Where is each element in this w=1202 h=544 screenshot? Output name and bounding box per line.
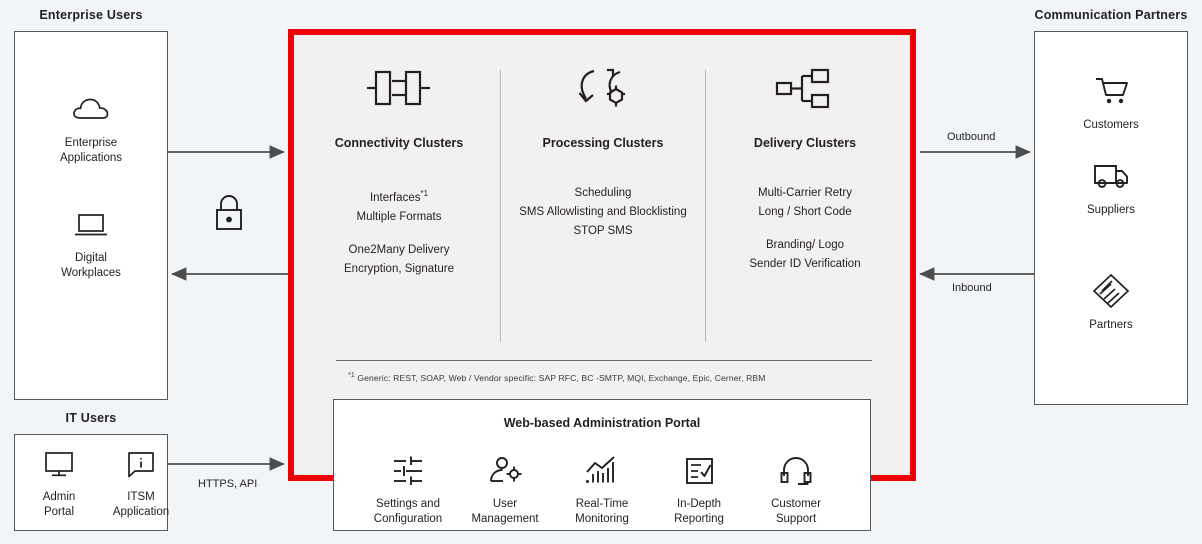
label-line-2: Reporting <box>674 513 724 525</box>
entity-label: Suppliers <box>1087 204 1135 216</box>
it-users-box <box>14 434 168 531</box>
info-bubble-icon <box>107 444 175 484</box>
sliders-icon <box>360 448 456 488</box>
user-gear-icon <box>457 448 553 488</box>
cloud-icon <box>31 88 151 130</box>
footnote: *1 Generic: REST, SOAP, Web / Vendor spe… <box>348 372 765 383</box>
label-line-2: Workplaces <box>61 267 121 279</box>
label-line-1: User <box>492 498 518 510</box>
label-line-2: Applications <box>59 152 122 164</box>
communication-partners-caption: Communication Partners <box>1034 8 1188 22</box>
entity-label: Digital Workplaces <box>31 251 151 281</box>
footnote-marker: *1 <box>420 189 429 198</box>
detail-line: SMS Allowlisting and Blocklisting <box>519 206 687 218</box>
detail-text: Interfaces <box>369 191 421 204</box>
label-line-1: Settings and <box>376 498 440 510</box>
entity-label: Partners <box>1089 319 1133 331</box>
cluster-detail-list: Scheduling SMS Allowlisting and Blocklis… <box>503 184 703 241</box>
portal-item-monitoring[interactable]: Real-Time Monitoring <box>554 448 650 527</box>
truck-icon <box>1051 155 1171 197</box>
enterprise-users-caption: Enterprise Users <box>39 8 143 22</box>
communication-partners-box <box>1034 31 1188 405</box>
label-line-1: In-Depth <box>676 498 722 510</box>
label-line-1: Customer <box>771 498 821 510</box>
entity-itsm-application: ITSM Application <box>107 444 175 520</box>
label-line-1: Admin <box>42 491 76 503</box>
admin-portal-title: Web-based Administration Portal <box>503 416 701 430</box>
label-line-1: ITSM <box>127 491 155 503</box>
entity-label: Enterprise Applications <box>31 136 151 166</box>
entity-suppliers: Suppliers <box>1051 155 1171 218</box>
label-line-2: Application <box>112 506 170 518</box>
handshake-icon <box>1051 270 1171 312</box>
monitor-icon <box>25 444 93 484</box>
portal-item-label: Real-Time Monitoring <box>554 497 650 527</box>
https-api-label: HTTPS, API <box>198 478 258 490</box>
cluster-processing: Processing Clusters Scheduling SMS Allow… <box>503 58 703 241</box>
detail-line: STOP SMS <box>573 225 633 237</box>
footnote-text: Generic: REST, SOAP, Web / Vendor specif… <box>357 372 766 383</box>
detail-line: One2Many Delivery <box>348 243 450 256</box>
cluster-divider-2 <box>705 70 706 342</box>
it-users-items: Admin Portal ITSM Application <box>25 444 175 520</box>
detail-line: Sender ID Verification <box>749 258 861 270</box>
entity-enterprise-applications: Enterprise Applications <box>31 88 151 166</box>
admin-portal-items: Settings and Configuration <box>334 448 870 527</box>
it-users-caption: IT Users <box>65 411 117 425</box>
detail-line: Branding/ Logo <box>765 239 844 251</box>
portal-item-settings[interactable]: Settings and Configuration <box>360 448 456 527</box>
detail-line: Interfaces*1 <box>299 184 499 208</box>
chart-bars-icon <box>554 448 650 488</box>
outbound-label: Outbound <box>947 131 996 143</box>
laptop-icon <box>31 203 151 245</box>
detail-line: Multiple Formats <box>356 210 442 223</box>
shopping-cart-icon <box>1051 70 1171 112</box>
cluster-delivery: Delivery Clusters Multi-Carrier Retry Lo… <box>705 58 905 274</box>
entity-partners: Partners <box>1051 270 1171 333</box>
lock-icon <box>209 190 249 241</box>
headset-icon <box>748 448 844 488</box>
report-check-icon <box>651 448 747 488</box>
portal-item-label: Settings and Configuration <box>360 497 456 527</box>
entity-admin-portal: Admin Portal <box>25 444 93 520</box>
label-line-2: Portal <box>43 506 75 518</box>
cluster-detail-list: Interfaces*1 Multiple Formats One2Many D… <box>299 184 499 279</box>
footnote-marker: *1 <box>348 372 355 379</box>
cluster-title: Delivery Clusters <box>753 136 857 150</box>
entity-digital-workplaces: Digital Workplaces <box>31 203 151 281</box>
label-line-1: Digital <box>75 252 107 264</box>
entity-label: Customers <box>1083 119 1139 131</box>
entity-label: ITSM Application <box>107 490 175 520</box>
label-line-2: Support <box>775 513 817 525</box>
hierarchy-icon <box>705 58 905 120</box>
entity-customers: Customers <box>1051 70 1171 133</box>
portal-item-label: User Management <box>457 497 553 527</box>
inbound-label: Inbound <box>952 282 992 294</box>
interfaces-icon <box>299 58 499 120</box>
label-line-1: Enterprise <box>64 137 118 149</box>
detail-line: Long / Short Code <box>758 206 852 218</box>
label-line-2: Monitoring <box>575 513 629 525</box>
label-line-2: Configuration <box>373 513 443 525</box>
detail-line: Multi-Carrier Retry <box>758 187 852 199</box>
detail-line: Scheduling <box>574 187 632 199</box>
detail-line: Encryption, Signature <box>344 262 454 275</box>
cluster-connectivity: Connectivity Clusters Interfaces*1 Multi… <box>299 58 499 279</box>
admin-portal-box: Web-based Administration Portal <box>333 399 871 531</box>
portal-item-reporting[interactable]: In-Depth Reporting <box>651 448 747 527</box>
cluster-divider-1 <box>500 70 501 342</box>
label-line-2: Management <box>471 513 539 525</box>
cluster-detail-list: Multi-Carrier Retry Long / Short Code Br… <box>705 184 905 274</box>
portal-item-user-management[interactable]: User Management <box>457 448 553 527</box>
label-line-1: Real-Time <box>575 498 629 510</box>
cluster-title: Processing Clusters <box>542 136 664 150</box>
portal-item-label: In-Depth Reporting <box>651 497 747 527</box>
portal-item-support[interactable]: Customer Support <box>748 448 844 527</box>
entity-label: Admin Portal <box>25 490 93 520</box>
process-cycle-icon <box>503 58 703 120</box>
portal-item-label: Customer Support <box>748 497 844 527</box>
footnote-rule <box>336 360 872 362</box>
cluster-title: Connectivity Clusters <box>334 136 464 150</box>
